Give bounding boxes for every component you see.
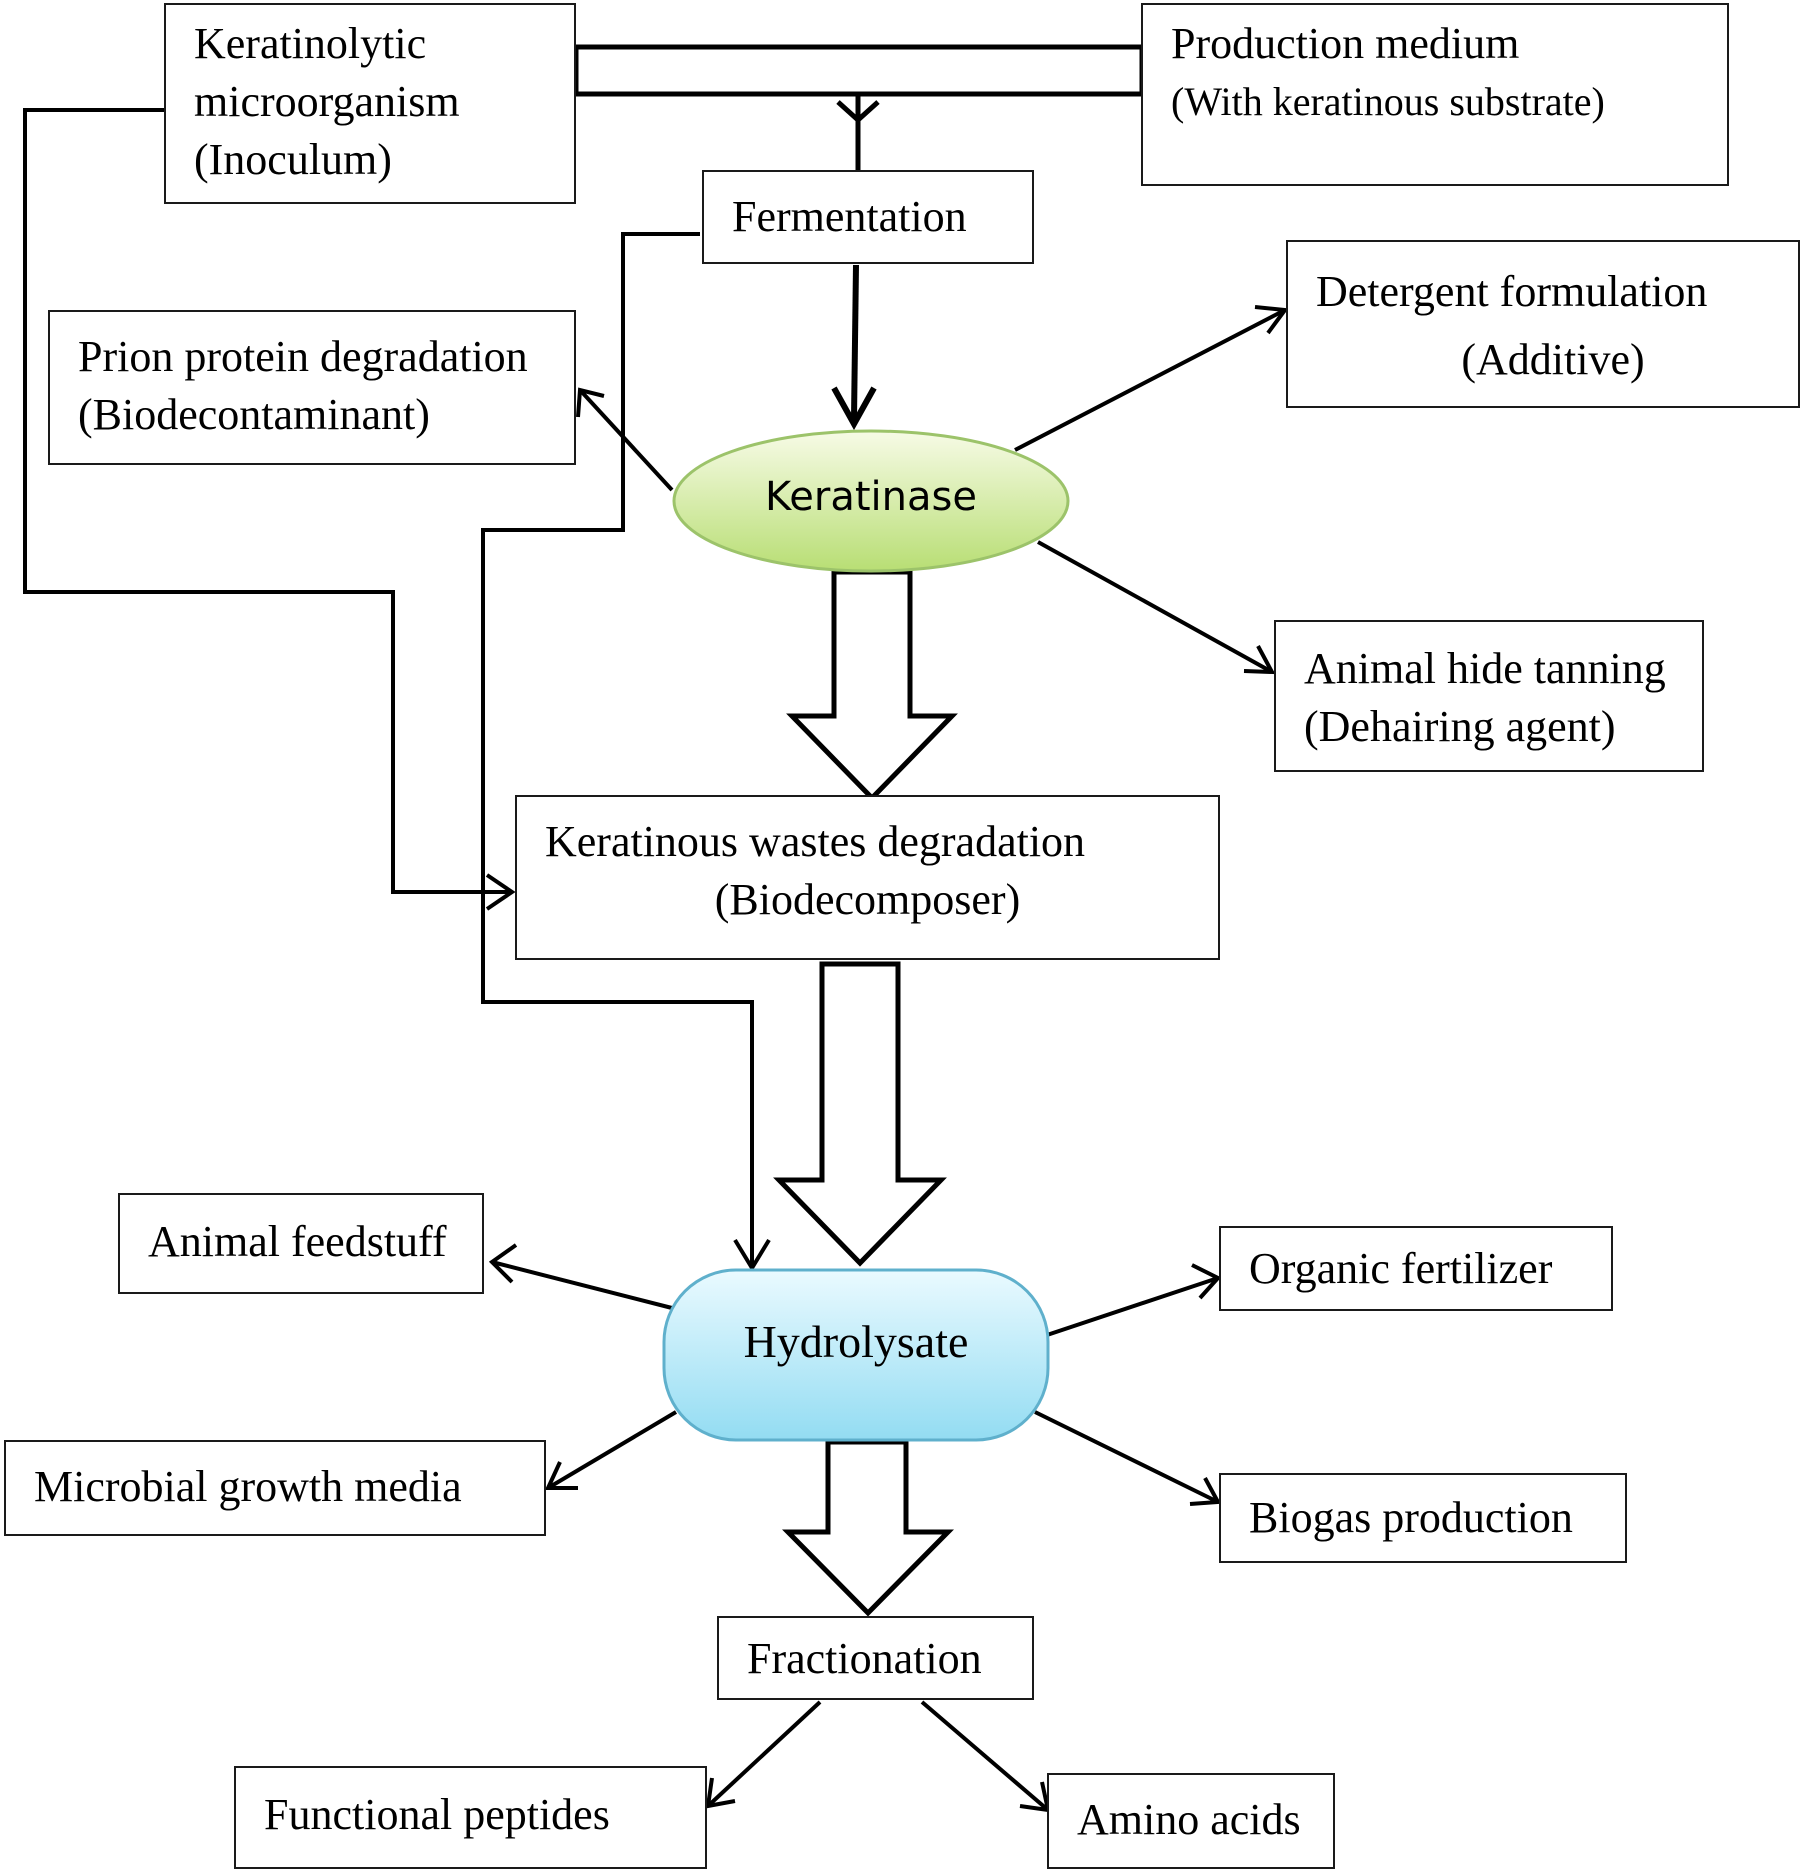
arrow-keratinase-to-tanning (1037, 540, 1276, 675)
medium-line-2: (With keratinous substrate) (1171, 79, 1605, 124)
inoculum-line-3: (Inoculum) (194, 135, 392, 184)
feedstuff-label: Animal feedstuff (148, 1217, 447, 1266)
detergent-line-2: (Additive) (1461, 335, 1645, 384)
amino-acids-label: Amino acids (1077, 1795, 1301, 1844)
arrow-fractionation-to-peptides (705, 1700, 822, 1809)
arrow-keratinase-to-detergent (1014, 305, 1289, 452)
inoculum-line-1: Keratinolytic (194, 19, 427, 68)
node-functional-peptides: Functional peptides (234, 1766, 707, 1869)
wastes-line-1: Keratinous wastes degradation (545, 817, 1086, 866)
node-biogas-production: Biogas production (1219, 1473, 1627, 1563)
inoculum-line-2: microorganism (194, 77, 460, 126)
node-prion-degradation: Prion protein degradation (Biodecontamin… (48, 310, 576, 465)
hydrolysate-label: Hydrolysate (743, 1316, 969, 1367)
node-wastes-degradation: Keratinous wastes degradation (Biodecomp… (515, 795, 1220, 960)
tanning-line-2: (Dehairing agent) (1304, 702, 1616, 751)
merge-connector (573, 44, 1145, 170)
prion-line-1: Prion protein degradation (78, 332, 528, 381)
line-fermentation-to-hydrolysate (481, 232, 771, 1272)
fermentation-label: Fermentation (732, 192, 967, 241)
node-hide-tanning: Animal hide tanning (Dehairing agent) (1274, 620, 1704, 772)
line-inoculum-to-wastes (23, 108, 516, 911)
growth-media-label: Microbial growth media (34, 1462, 462, 1511)
node-production-medium: Production medium (With keratinous subst… (1141, 3, 1729, 186)
block-arrow-hydrolysate-to-fractionation (782, 1439, 954, 1617)
node-fractionation: Fractionation (717, 1616, 1034, 1700)
hydrolysate-node-shape (662, 1268, 1050, 1442)
block-arrow-keratinase-to-wastes (786, 569, 958, 802)
keratinase-node-shape (672, 429, 1070, 573)
node-animal-feedstuff: Animal feedstuff (118, 1193, 484, 1294)
detergent-line-1: Detergent formulation (1316, 267, 1708, 316)
node-organic-fertilizer: Organic fertilizer (1219, 1226, 1613, 1311)
node-inoculum: Keratinolytic microorganism (Inoculum) (164, 3, 576, 204)
arrow-hydrolysate-to-fertilizer (1046, 1263, 1222, 1337)
arrow-keratinase-to-prion (576, 387, 674, 492)
node-detergent-formulation: Detergent formulation (Additive) (1286, 240, 1800, 408)
node-fermentation: Fermentation (702, 170, 1034, 264)
fertilizer-label: Organic fertilizer (1249, 1244, 1553, 1293)
prion-line-2: (Biodecontaminant) (78, 390, 430, 439)
arrow-fermentation-to-keratinase (831, 264, 877, 431)
block-arrow-wastes-to-hydrolysate (773, 961, 947, 1267)
node-amino-acids: Amino acids (1047, 1773, 1335, 1869)
peptides-label: Functional peptides (264, 1790, 610, 1839)
medium-line-1: Production medium (1171, 19, 1520, 68)
biogas-label: Biogas production (1249, 1493, 1573, 1542)
arrow-fractionation-to-amino-acids (920, 1700, 1051, 1813)
arrow-hydrolysate-to-feedstuff (488, 1243, 673, 1310)
arrow-hydrolysate-to-growth-media (544, 1410, 678, 1490)
fractionation-label: Fractionation (747, 1634, 982, 1683)
arrow-hydrolysate-to-biogas (1034, 1410, 1222, 1506)
keratinase-label: Keratinase (765, 474, 977, 520)
wastes-line-2: (Biodecomposer) (714, 875, 1021, 924)
tanning-line-1: Animal hide tanning (1304, 644, 1666, 693)
node-microbial-growth-media: Microbial growth media (4, 1440, 546, 1536)
